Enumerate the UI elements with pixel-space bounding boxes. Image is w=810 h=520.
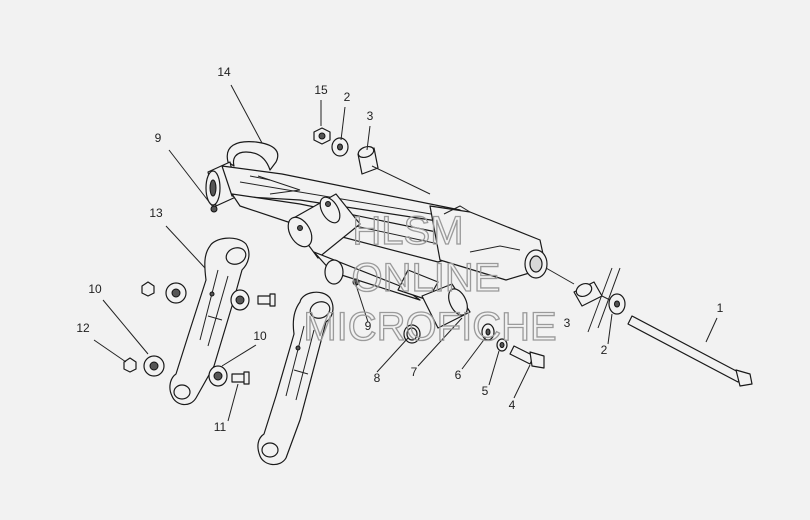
callout-c8: 8 xyxy=(374,371,381,385)
bushing-7 xyxy=(421,283,471,329)
leader-line-c9a xyxy=(168,149,214,208)
washer-2-top xyxy=(331,137,349,157)
callout-c10b: 10 xyxy=(253,329,267,343)
leader-line-c1 xyxy=(705,317,718,343)
washer-6 xyxy=(481,323,495,341)
leader-line-c3a xyxy=(366,125,371,151)
watermark: HLSM ONLINE MICROFICHE xyxy=(303,208,558,349)
leader-line-c4 xyxy=(513,364,531,399)
callout-c5: 5 xyxy=(482,384,489,398)
callout-c2a: 2 xyxy=(344,90,351,104)
leader-line-c7 xyxy=(417,317,463,367)
leader-line-c12 xyxy=(93,339,127,363)
callout-c11: 11 xyxy=(214,420,227,434)
leader-line-c3b xyxy=(587,267,613,333)
callout-c2b: 2 xyxy=(601,343,608,357)
callout-c6: 6 xyxy=(455,368,462,382)
leader-line-c5 xyxy=(488,350,500,386)
watermark-line-2: ONLINE xyxy=(352,256,501,300)
washer-2-right xyxy=(608,293,626,315)
callout-c3b: 3 xyxy=(564,316,571,330)
link-arm-right xyxy=(257,291,334,466)
washer-10-right xyxy=(208,289,250,387)
callout-c9b: 9 xyxy=(365,319,372,333)
callout-c9a: 9 xyxy=(155,131,162,145)
screw-9-left xyxy=(210,205,218,213)
leader-line-c10b xyxy=(221,344,257,367)
callout-c4: 4 xyxy=(509,398,516,412)
leader-line-c11 xyxy=(227,383,239,422)
callout-c14: 14 xyxy=(217,65,231,79)
axle-bolt-1 xyxy=(627,315,753,387)
leader-line-c2a xyxy=(340,106,346,141)
washer-10-left xyxy=(143,282,187,377)
leader-line-c13 xyxy=(165,225,206,269)
callout-c1: 1 xyxy=(717,301,724,315)
leader-line-c6 xyxy=(461,336,487,370)
leader-line-c10a xyxy=(102,299,149,355)
washer-5 xyxy=(496,338,508,352)
callout-c7: 7 xyxy=(411,365,418,379)
callout-c15: 15 xyxy=(314,83,328,97)
callout-c12: 12 xyxy=(76,321,90,335)
alignment-lines xyxy=(371,165,621,329)
callout-c13: 13 xyxy=(149,206,163,220)
swing-arm xyxy=(205,141,548,301)
watermark-line-3: MICROFICHE xyxy=(303,305,556,349)
leader-line-c2b xyxy=(607,313,613,345)
leader-line-c9b xyxy=(354,281,369,323)
spacer-3-right xyxy=(573,281,603,307)
spacer-3-top xyxy=(357,145,379,175)
nut-12 xyxy=(123,281,155,373)
link-arm-left xyxy=(169,237,250,406)
nut-15 xyxy=(313,127,331,145)
callout-c10a: 10 xyxy=(88,282,102,296)
leader-line-c8 xyxy=(376,337,409,373)
callout-labels: 14 15 2 3 9 13 10 12 10 11 9 8 7 6 5 4 3 2 1 xyxy=(76,65,723,434)
callout-c3a: 3 xyxy=(367,109,374,123)
watermark-line-1: HLSM xyxy=(352,209,463,253)
leader-line-c14 xyxy=(230,84,263,144)
bolt-4 xyxy=(509,345,545,369)
bolt-11 xyxy=(231,293,276,385)
